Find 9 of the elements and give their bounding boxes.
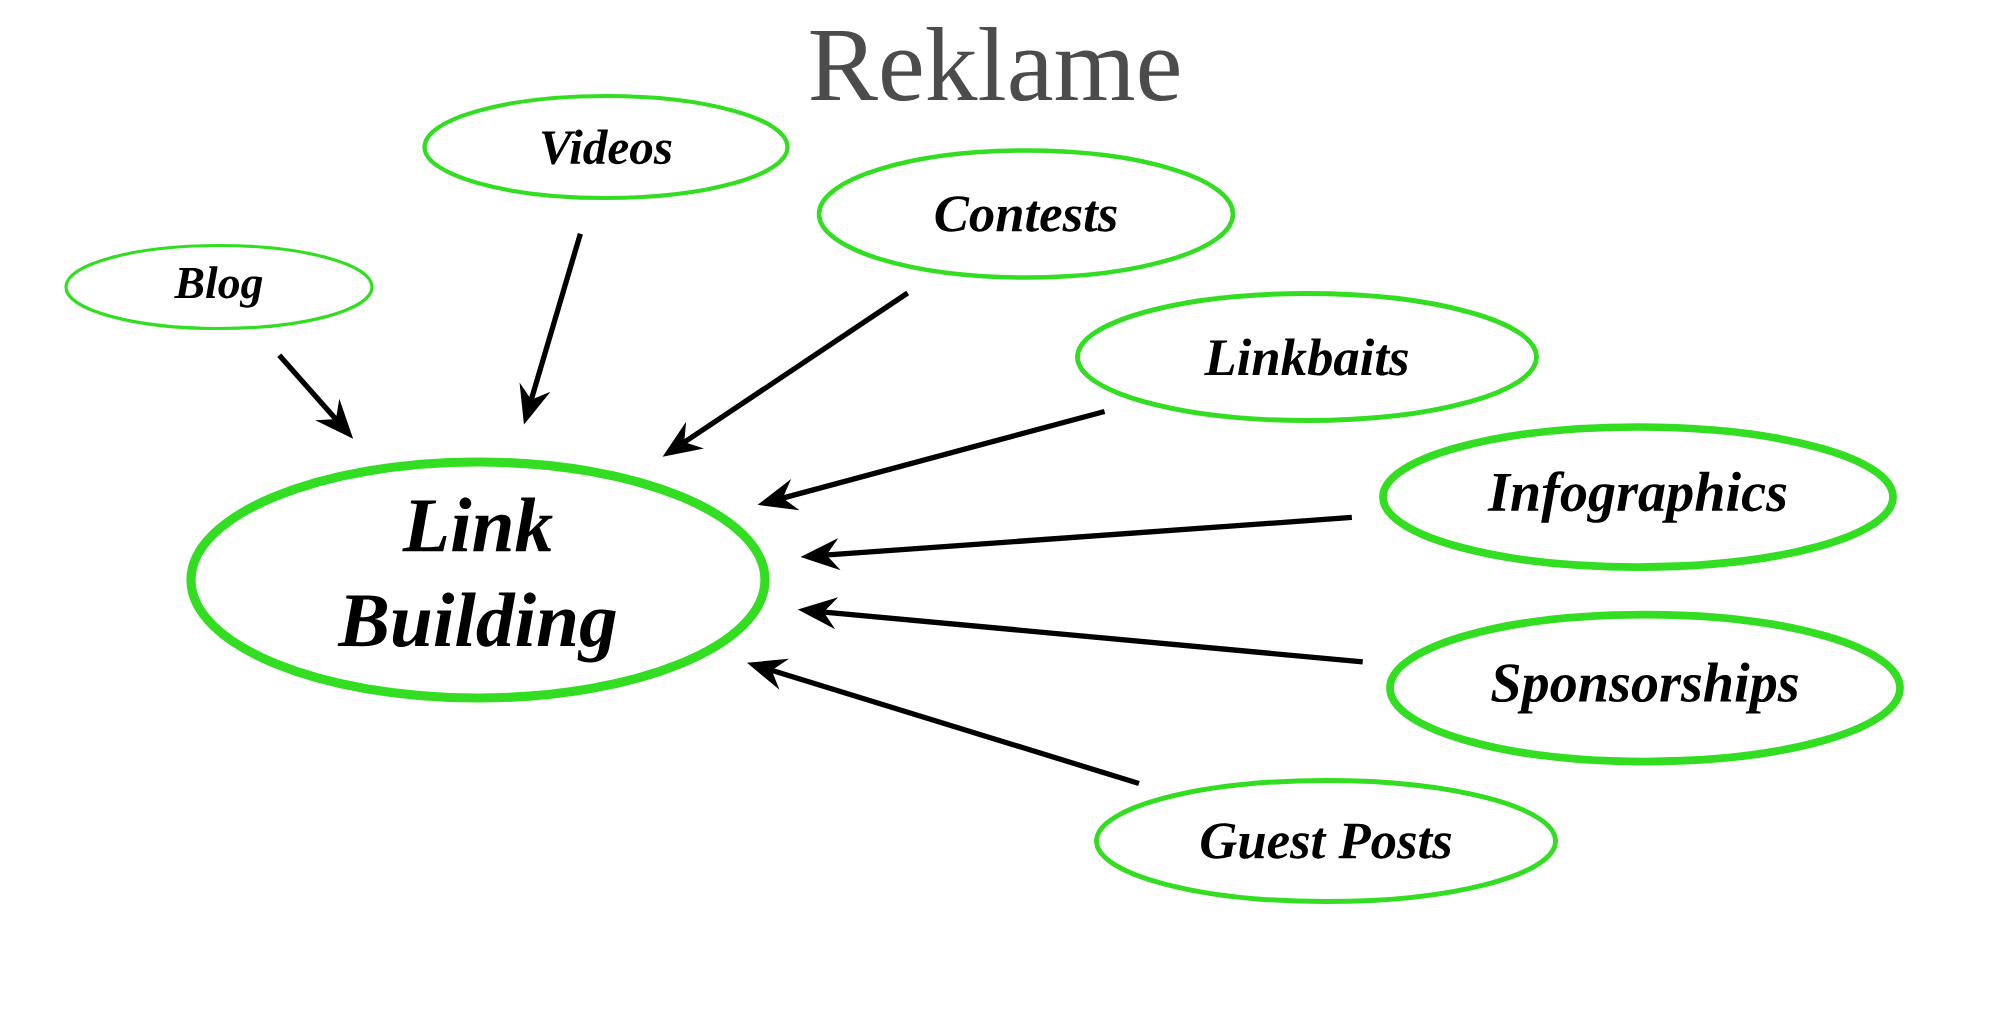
ellipse-node: Guest Posts xyxy=(1094,778,1558,904)
ellipse-node: Linkbaits xyxy=(1075,291,1539,423)
ellipse-node: Infographics xyxy=(1379,423,1897,571)
ellipse-node: Blog xyxy=(64,243,374,331)
ellipse-node: Videos xyxy=(422,93,790,201)
ellipse-node: Link Building xyxy=(186,457,770,703)
ellipse-node: Contests xyxy=(816,148,1236,280)
ellipse-node: Sponsorships xyxy=(1386,610,1904,766)
title: Reklame xyxy=(810,26,1179,102)
